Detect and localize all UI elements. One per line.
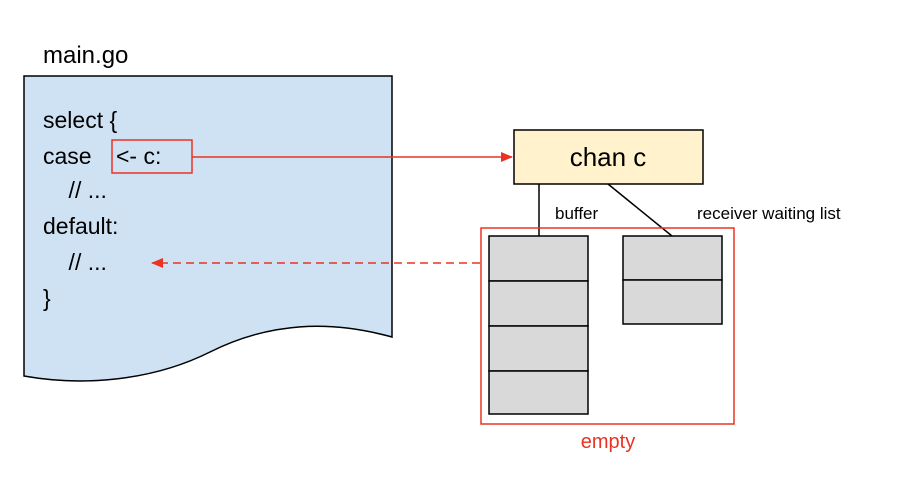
receiver-waiting-list-label: receiver waiting list (697, 204, 841, 223)
chan-label: chan c (570, 142, 647, 172)
code-line-default: default: (43, 213, 118, 239)
receiver-slot (622, 279, 723, 325)
file-title: main.go (43, 42, 128, 69)
receiver-slot (622, 235, 723, 281)
code-line-comment-2: // ... (43, 249, 107, 275)
code-document (23, 75, 393, 382)
code-line-comment-1: // ... (43, 177, 107, 203)
buffer-slot (488, 280, 589, 327)
buffer-slot (488, 325, 589, 372)
chan-box (513, 129, 704, 185)
buffer-slot (488, 370, 589, 415)
code-highlight-receive: <- c: (116, 143, 161, 169)
buffer-slot (488, 235, 589, 282)
empty-frame (480, 227, 735, 425)
code-line-close-brace: } (43, 285, 51, 311)
code-line-case: case (43, 143, 98, 169)
empty-label: empty (581, 431, 635, 453)
buffer-label: buffer (555, 204, 599, 223)
code-line-select: select { (43, 107, 117, 133)
